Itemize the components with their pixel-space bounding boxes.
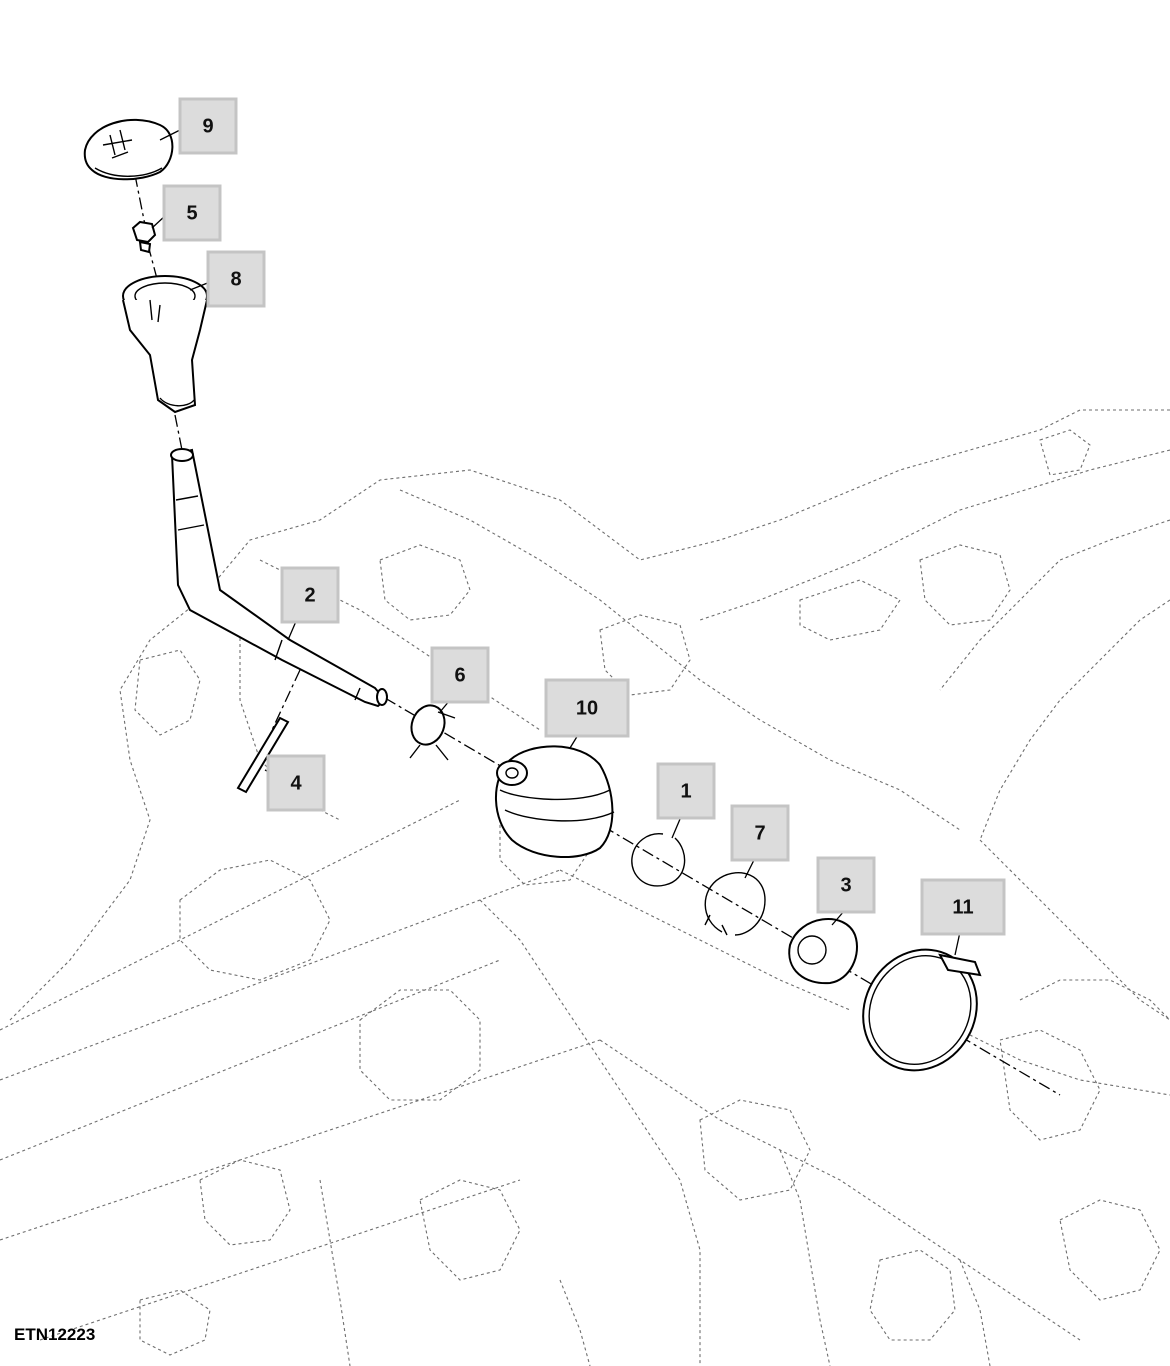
part-4-pin <box>236 716 290 794</box>
callout-9: 9 <box>178 97 238 155</box>
part-10-rubber-boot <box>495 745 615 858</box>
figure-reference-code: ETN12223 <box>14 1325 96 1344</box>
callout-9-label: 9 <box>202 115 213 137</box>
transmission-housing-background <box>0 409 1170 1366</box>
part-6-clip <box>409 704 456 761</box>
part-7-circlip <box>704 872 766 936</box>
callout-11: 11 <box>920 878 1006 936</box>
callout-2: 2 <box>280 566 340 624</box>
callout-3-label: 3 <box>840 874 851 896</box>
callout-8: 8 <box>206 250 266 308</box>
part-8-handle-grip <box>122 275 208 414</box>
callout-3: 3 <box>816 856 876 914</box>
part-3-bushing <box>788 918 858 985</box>
part-2-shift-lever <box>170 448 388 708</box>
callout-7: 7 <box>730 804 790 862</box>
callout-1-label: 1 <box>680 780 691 802</box>
callout-5-label: 5 <box>186 202 197 224</box>
callout-11-label: 11 <box>952 896 973 918</box>
callout-10-label: 10 <box>576 697 598 719</box>
part-1-snap-ring <box>631 833 686 887</box>
callout-10: 10 <box>544 678 630 738</box>
callout-6-label: 6 <box>454 664 465 686</box>
callout-5: 5 <box>162 184 222 242</box>
callout-2-label: 2 <box>304 584 315 606</box>
part-11-hose-clamp <box>862 948 982 1072</box>
callout-4-label: 4 <box>290 772 302 794</box>
callout-6: 6 <box>430 646 490 704</box>
callout-7-label: 7 <box>754 822 765 844</box>
callout-1: 1 <box>656 762 716 820</box>
callout-8-label: 8 <box>230 268 241 290</box>
part-9-knob-cap <box>83 118 174 181</box>
callout-4: 4 <box>266 754 326 812</box>
part-5-screw <box>131 220 157 254</box>
